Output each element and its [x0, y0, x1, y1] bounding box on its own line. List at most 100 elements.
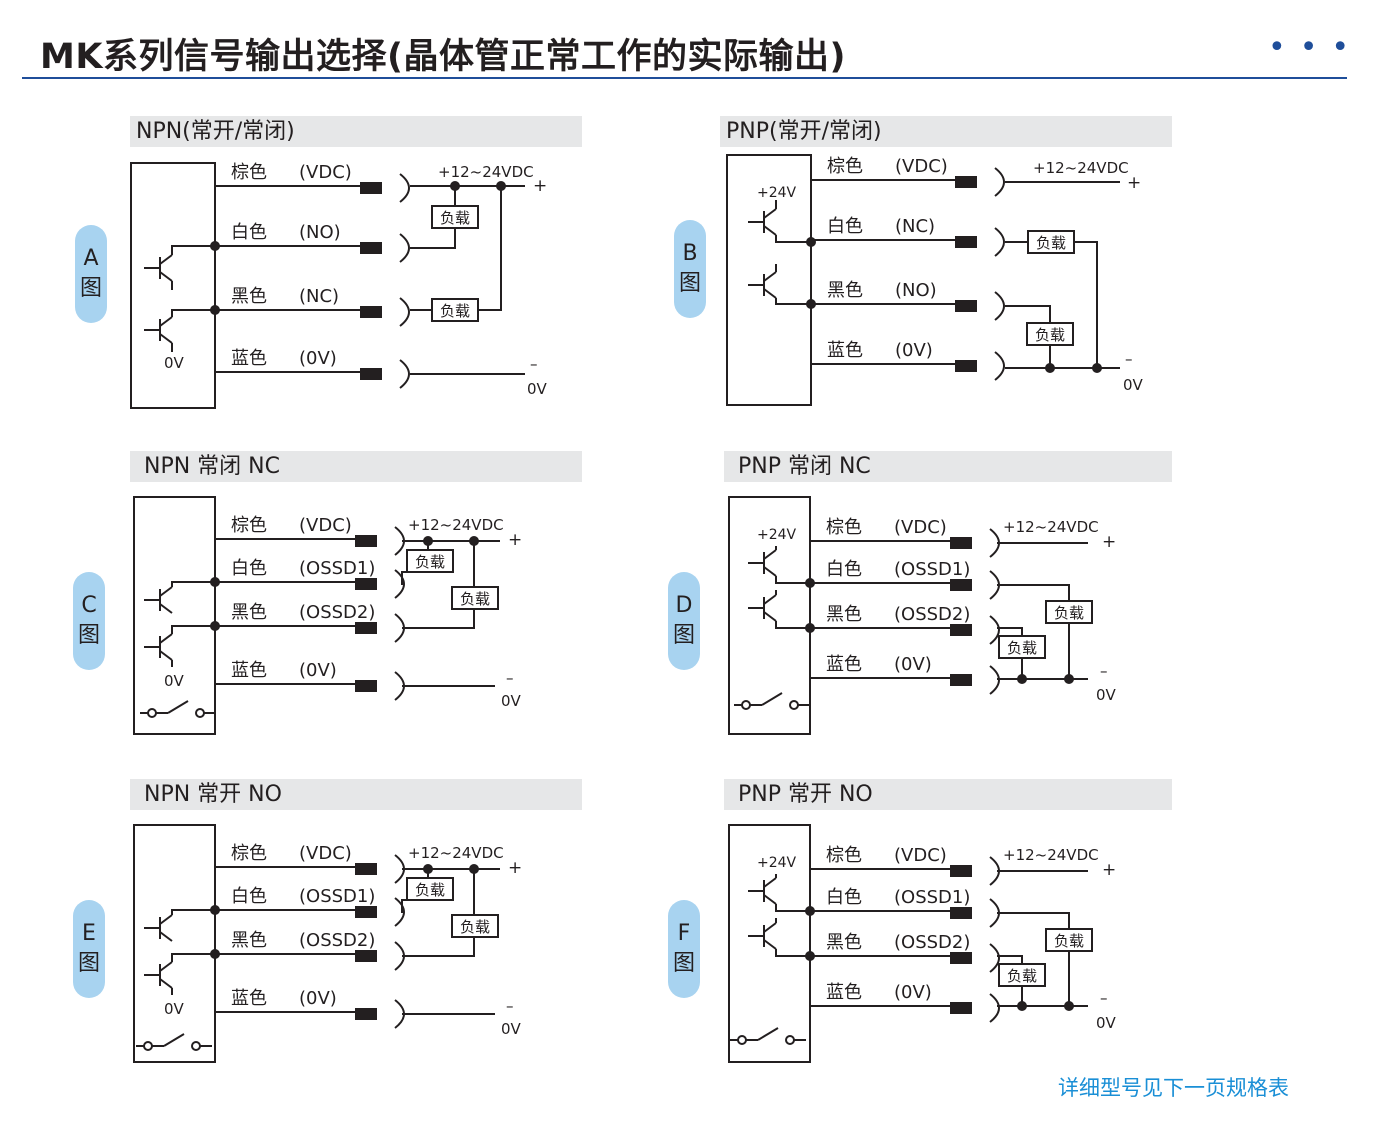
ground-label: 0V [501, 1020, 522, 1038]
minus-sign: – [506, 669, 514, 687]
switch-contact [741, 700, 751, 710]
load-box [406, 877, 454, 901]
section-d-header: PNP 常闭 NC [724, 451, 1172, 482]
wire-color-white: 白色 [827, 216, 863, 237]
connector-plug [955, 300, 977, 312]
supply-label: +12~24VDC [408, 516, 504, 534]
wire-signal-white: (NO) [299, 222, 341, 243]
transistor-d1-collector [763, 549, 777, 560]
wire-signal-black: (OSSD2) [894, 604, 970, 625]
wire-color-brown: 棕色 [231, 515, 267, 536]
minus-sign: – [1100, 662, 1108, 680]
transistor-c2-emitter [159, 650, 173, 661]
connector-plug [950, 537, 972, 549]
wire-signal-blue: (0V) [895, 340, 933, 361]
connector-plug [355, 622, 377, 634]
junction-dot [1017, 674, 1027, 684]
section-b-header: PNP(常开/常闭) [720, 116, 1172, 147]
junction-dot [805, 623, 815, 633]
wire-signal-brown: (VDC) [895, 156, 948, 177]
sensor-body-c [133, 496, 216, 735]
junction-dot [805, 578, 815, 588]
transistor-b2-collector [763, 271, 777, 282]
wire [410, 228, 456, 249]
transistor-d2-collector [763, 594, 777, 605]
sensor-body-e [133, 824, 216, 1063]
figure-label: 图 [77, 951, 100, 976]
switch-contact [147, 708, 157, 718]
wire [775, 949, 810, 957]
load-label: 负载 [460, 918, 490, 936]
wire-color-blue: 蓝色 [231, 660, 267, 681]
transistor-b1-emitter [763, 225, 777, 236]
minus-sign: – [1125, 350, 1133, 368]
section-f-header: PNP 常开 NO [724, 779, 1172, 810]
switch-contact [143, 1041, 153, 1051]
connector-plug [950, 952, 972, 964]
wire-signal-white: (OSSD1) [894, 559, 970, 580]
wire-color-black: 黑色 [826, 604, 862, 625]
wire-signal-brown: (VDC) [299, 515, 352, 536]
wire [171, 581, 215, 587]
wire [171, 309, 215, 317]
supply-label: +12~24VDC [1003, 846, 1099, 864]
wire-signal-black: (OSSD2) [894, 932, 970, 953]
wire-signal-white: (OSSD1) [299, 886, 375, 907]
plus-sign: + [508, 858, 522, 878]
junction-dot [1064, 1001, 1074, 1011]
connector-plug [950, 579, 972, 591]
plus-sign: + [533, 176, 547, 196]
connector-plug [950, 907, 972, 919]
wire [171, 909, 215, 915]
supply-label: +12~24VDC [408, 844, 504, 862]
connector-socket [989, 943, 1000, 973]
figure-letter: C [81, 593, 97, 618]
wire [401, 571, 428, 585]
wire-color-white: 白色 [231, 222, 267, 243]
figure-label: 图 [672, 951, 695, 976]
wire-signal-blue: (0V) [894, 654, 932, 675]
connector-plug [950, 865, 972, 877]
wire [478, 186, 502, 311]
wire-color-blue: 蓝色 [826, 654, 862, 675]
sensor-body-a [130, 162, 216, 409]
ground-label: 0V [164, 1000, 185, 1018]
connector-socket [399, 233, 410, 263]
plus24-label: +24V [757, 855, 797, 871]
figure-f-pill: F 图 [668, 900, 700, 998]
switch-arm [761, 692, 783, 706]
connector-socket [994, 351, 1005, 381]
connector-plug [355, 906, 377, 918]
load-label: 负载 [1036, 234, 1066, 252]
connector-plug [950, 1002, 972, 1014]
figure-a-pill: A 图 [75, 225, 107, 323]
connector-plug [955, 176, 977, 188]
wire [1074, 241, 1098, 368]
wire-color-black: 黑色 [827, 280, 863, 301]
connector-plug [355, 863, 377, 875]
figure-d-pill: D 图 [668, 572, 700, 670]
wire-color-blue: 蓝色 [827, 340, 863, 361]
load-box [406, 549, 454, 573]
wire-signal-blue: (0V) [299, 348, 337, 369]
ground-label: 0V [1096, 1014, 1117, 1032]
transistor-f1-collector [763, 877, 777, 888]
wire [1005, 305, 1051, 323]
connector-plug [355, 680, 377, 692]
ground-label: 0V [164, 354, 185, 372]
wire-signal-blue: (0V) [299, 988, 337, 1009]
connector-socket [394, 897, 405, 927]
transistor-c2-collector [159, 633, 173, 644]
transistor-c1-collector [159, 586, 173, 597]
transistor-e2-collector [159, 961, 173, 972]
connector-socket [994, 291, 1005, 321]
connector-plug [355, 578, 377, 590]
wire-color-black: 黑色 [231, 286, 267, 307]
figure-label: 图 [77, 623, 100, 648]
transistor-d1-emitter [763, 566, 777, 577]
switch-arm [163, 1033, 185, 1047]
wire [997, 912, 1070, 929]
wire [997, 584, 1070, 601]
wire [171, 625, 215, 634]
